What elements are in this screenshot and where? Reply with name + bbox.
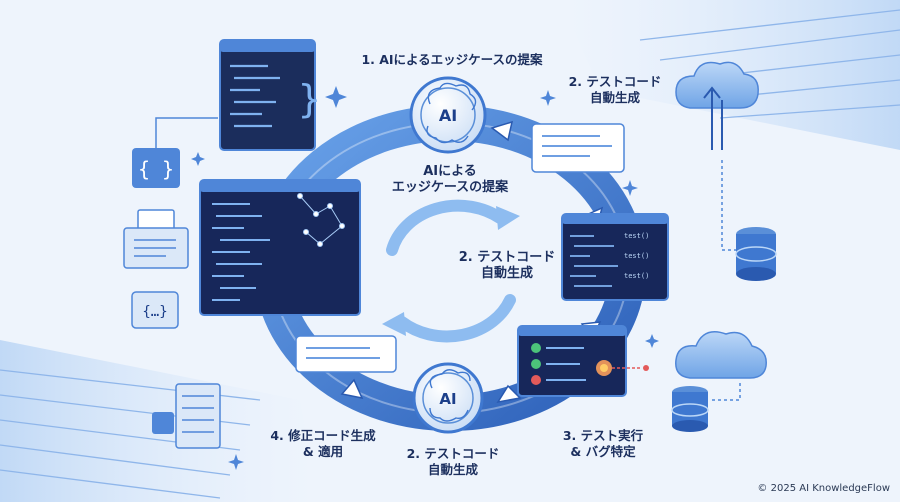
label-step4: 4. 修正コード生成 & 適用	[270, 428, 376, 459]
svg-text:{ }: { }	[138, 157, 174, 181]
ai-badge-top-text: AI	[439, 106, 457, 125]
code-block-icon: {…}	[131, 291, 179, 329]
code-window-large	[199, 179, 361, 316]
server-rack-icon	[152, 383, 221, 449]
test-code-line-2: test()	[624, 252, 649, 260]
ai-badge-top: AI	[409, 76, 487, 154]
test-code-line-1: test()	[624, 232, 649, 240]
cloud-upload-icon	[675, 61, 759, 150]
test-result-window	[517, 325, 649, 397]
label-inner1: AIによる エッジケースの提案	[391, 164, 509, 196]
svg-text:{…}: {…}	[142, 304, 167, 320]
code-braces-icon: { }	[132, 148, 180, 188]
cross-icon	[531, 375, 541, 385]
sparkle-icon	[191, 86, 659, 470]
document-icon	[123, 209, 189, 269]
database-icon	[735, 227, 777, 281]
label-step2: 2. テストコード 自動生成	[568, 74, 662, 105]
label-bottom2: 2. テストコード 自動生成	[406, 446, 500, 477]
label-step3: 3. テスト実行 & バグ特定	[562, 428, 644, 459]
note-card-bottom	[295, 335, 397, 373]
check-icon	[531, 343, 541, 369]
code-window-small: }	[219, 39, 321, 151]
test-code-window: test() test() test()	[561, 213, 669, 301]
inner-cycle-arrows	[386, 199, 516, 343]
ai-badge-bottom: AI	[412, 362, 484, 434]
label-inner2: 2. テストコード 自動生成	[458, 250, 556, 282]
ai-badge-bottom-text: AI	[439, 390, 456, 408]
svg-text:}: }	[298, 77, 321, 121]
note-card-top	[531, 123, 625, 173]
label-step1: 1. AIによるエッジケースの提案	[361, 52, 543, 67]
bug-icon	[596, 360, 612, 376]
test-code-line-3: test()	[624, 272, 649, 280]
copyright-credit: © 2025 AI KnowledgeFlow	[757, 483, 890, 494]
cloud-icon	[675, 331, 767, 379]
database-icon-bottom	[671, 386, 709, 432]
